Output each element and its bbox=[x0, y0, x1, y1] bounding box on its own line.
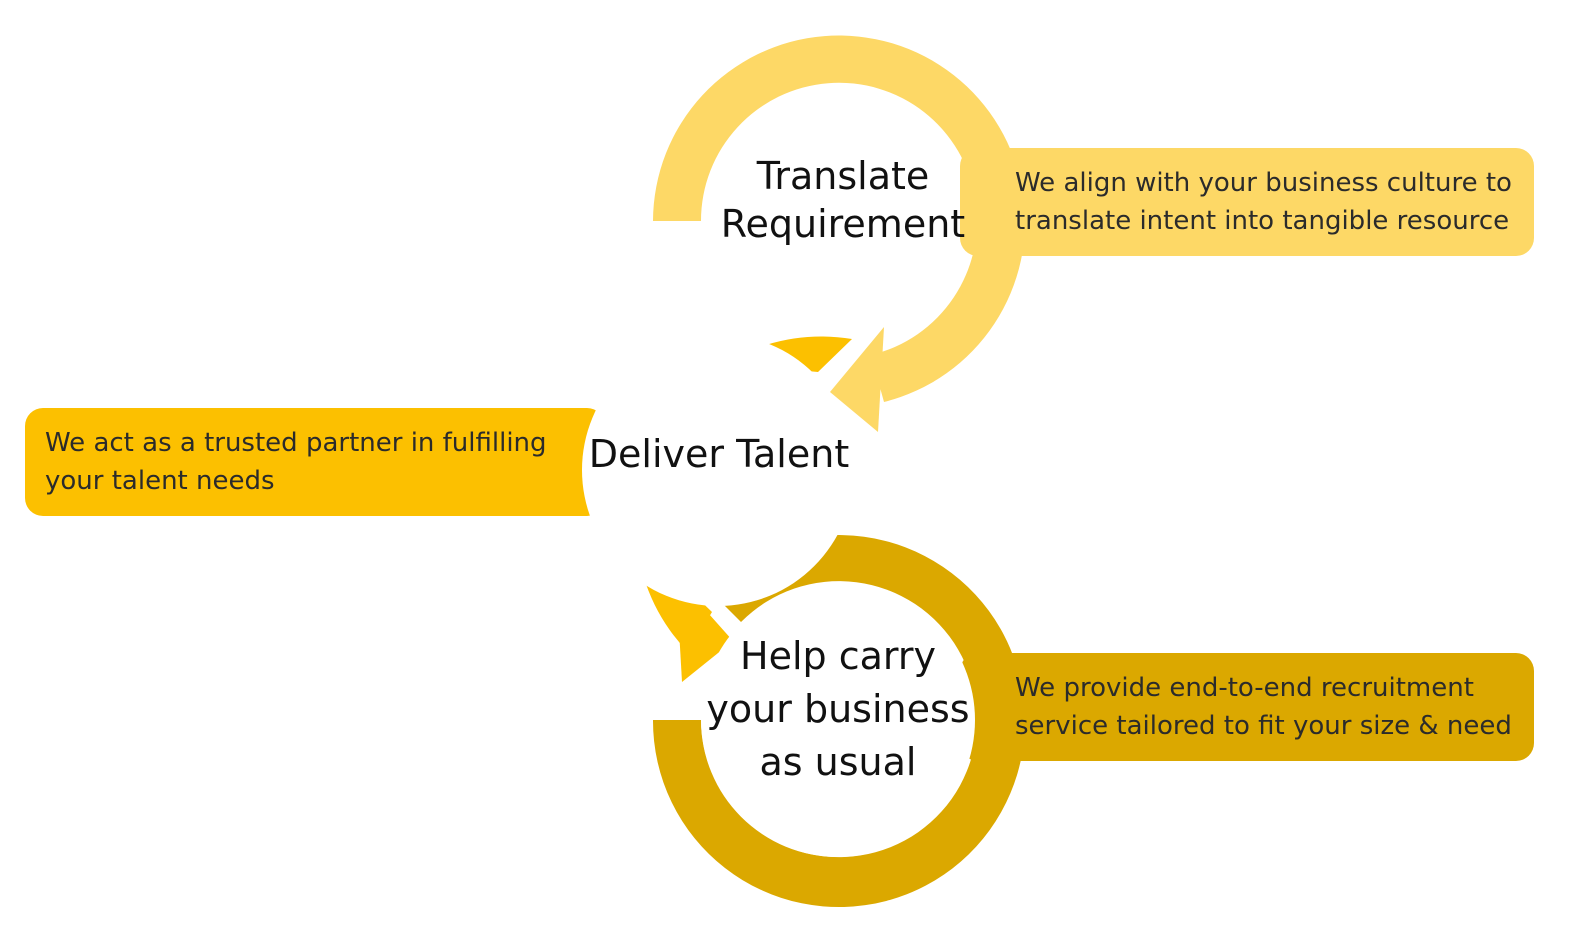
step-2-description-box bbox=[25, 408, 605, 516]
step-2-arrow-head bbox=[676, 577, 733, 682]
step-3-description: We provide end-to-end recruitment servic… bbox=[1015, 669, 1512, 745]
step-1-group bbox=[653, 35, 1534, 432]
step-3-title-line-3: as usual bbox=[759, 740, 917, 784]
step-2-description-line-1: We act as a trusted partner in fulfillin… bbox=[45, 428, 547, 458]
step-2-description: We act as a trusted partner in fulfillin… bbox=[45, 424, 547, 500]
step-2-inner-circle bbox=[582, 334, 854, 606]
step-1-description-box bbox=[960, 148, 1534, 256]
step-3-inner-circle bbox=[701, 583, 975, 857]
step-2-title-line-1: Deliver Talent bbox=[588, 432, 850, 476]
step-3-title-line-1: Help carry bbox=[740, 634, 936, 678]
step-1-arrow-head bbox=[830, 327, 884, 432]
step-1-title-line-2: Requirement bbox=[720, 202, 966, 246]
step-3-title: Help carry your business as usual bbox=[706, 630, 970, 789]
step-2-title: Deliver Talent bbox=[588, 430, 850, 478]
step-1-description-line-1: We align with your business culture to bbox=[1015, 168, 1512, 198]
step-1-description-line-2: translate intent into tangible resource bbox=[1015, 206, 1510, 236]
step-3-title-line-2: your business bbox=[706, 687, 970, 731]
step-2-description-line-2: your talent needs bbox=[45, 466, 275, 496]
step-1-title-line-1: Translate bbox=[756, 154, 930, 198]
step-3-group bbox=[652, 535, 1534, 908]
step-1-description: We align with your business culture to t… bbox=[1015, 164, 1512, 240]
step-3-description-line-2: service tailored to fit your size & need bbox=[1015, 711, 1512, 741]
step-3-description-box bbox=[960, 653, 1534, 761]
step-1-title: Translate Requirement bbox=[720, 152, 966, 248]
step-3-description-line-1: We provide end-to-end recruitment bbox=[1015, 673, 1474, 703]
